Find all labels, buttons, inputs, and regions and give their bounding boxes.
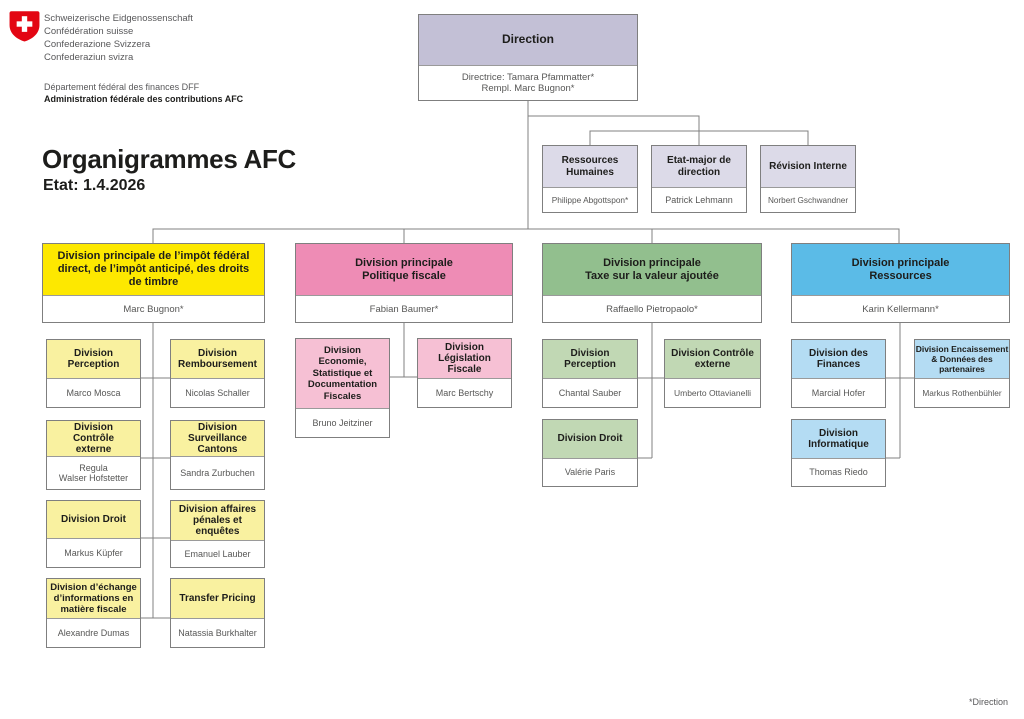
sub-box-tva-perception: Division Perception Chantal Sauber [542, 339, 638, 408]
swiss-coat-of-arms-icon [9, 11, 40, 42]
sub-name: Thomas Riedo [809, 467, 868, 477]
sub-name: Valérie Paris [564, 467, 616, 477]
sub-box-dpi-affaires-penales: Division affaires pénales et enquêtes Em… [170, 500, 265, 568]
division-title: Division principale Politique fiscale [296, 244, 512, 296]
sub-name: Regula Walser Hofstetter [58, 462, 129, 484]
department-text: Département fédéral des finances DFF [44, 82, 200, 92]
division-title: Division principale de l’impôt fédéral d… [43, 244, 264, 296]
direction-names: Directrice: Tamara Pfammatter* Rempl. Ma… [419, 66, 637, 100]
sub-title: Division Perception [47, 340, 140, 379]
direction-deputy: Rempl. Marc Bugnon* [481, 83, 575, 94]
staff-box-ressources-humaines: Ressources Humaines Philippe Abgottspon* [542, 145, 638, 213]
sub-title: Division Encaissement & Données des part… [915, 340, 1009, 379]
sub-name: Markus Rothenbühler [922, 387, 1002, 398]
sub-title: Division Contrôle externe [47, 421, 140, 457]
staff-name: Norbert Gschwandner [767, 195, 849, 205]
division-box-tva: Division principale Taxe sur la valeur a… [542, 243, 762, 323]
division-title: Division principale Taxe sur la valeur a… [543, 244, 761, 296]
sub-title: Division Informatique [792, 420, 885, 459]
sub-title: Division Droit [47, 501, 140, 539]
sub-title: Division d’échange d’informations en mat… [47, 579, 140, 619]
confederation-text: Schweizerische Eidgenossenschaft Confédé… [44, 13, 193, 63]
sub-name: Marc Bertschy [435, 387, 494, 398]
sub-title: Division Remboursement [171, 340, 264, 379]
sub-title: Division des Finances [792, 340, 885, 379]
sub-name: Natassia Burkhalter [178, 627, 257, 638]
sub-title: Division Droit [543, 420, 637, 459]
cross-horizontal [16, 21, 33, 27]
sub-box-tva-controle-externe: Division Contrôle externe Umberto Ottavi… [664, 339, 761, 408]
sub-title: Division Surveillance Cantons [171, 421, 264, 457]
office-text: Administration fédérale des contribution… [44, 94, 244, 104]
sub-title: Division Législation Fiscale [418, 339, 511, 379]
direction-footnote: *Direction [968, 697, 1008, 707]
division-box-ressources: Division principale Ressources Karin Kel… [791, 243, 1010, 323]
sub-box-dpi-surveillance-cantons: Division Surveillance Cantons Sandra Zur… [170, 420, 265, 490]
date-text: Etat: 1.4.2026 [43, 177, 146, 194]
sub-title: Transfer Pricing [171, 579, 264, 619]
sub-name: Alexandre Dumas [57, 627, 130, 638]
sub-name: Bruno Jeitziner [312, 417, 373, 428]
sub-box-dpi-perception: Division Perception Marco Mosca [46, 339, 141, 408]
staff-title: Ressources Humaines [543, 146, 637, 188]
sub-name: Umberto Ottavianelli [673, 387, 751, 398]
direction-director: Directrice: Tamara Pfammatter* [461, 72, 595, 83]
staff-name: Philippe Abgottspon* [551, 194, 629, 205]
staff-name: Patrick Lehmann [665, 194, 733, 205]
sub-title: Division affaires pénales et enquêtes [171, 501, 264, 541]
sub-title: Division Perception [543, 340, 637, 379]
sub-box-res-encaissement: Division Encaissement & Données des part… [914, 339, 1010, 408]
sub-name: Marco Mosca [66, 387, 121, 398]
division-box-impot-federal: Division principale de l’impôt fédéral d… [42, 243, 265, 323]
staff-title: Révision Interne [761, 146, 855, 188]
sub-box-tva-droit: Division Droit Valérie Paris [542, 419, 638, 487]
sub-box-dpi-controle-externe: Division Contrôle externe Regula Walser … [46, 420, 141, 490]
sub-name: Nicolas Schaller [185, 387, 250, 398]
direction-title: Direction [419, 15, 637, 66]
sub-title: Division Contrôle externe [665, 340, 760, 379]
sub-name: Sandra Zurbuchen [180, 467, 255, 478]
sub-box-dpi-remboursement: Division Remboursement Nicolas Schaller [170, 339, 265, 408]
sub-name: Markus Küpfer [64, 547, 123, 558]
division-head-name: Marc Bugnon* [123, 303, 184, 315]
sub-name: Emanuel Lauber [184, 548, 251, 559]
page-title: Organigrammes AFC [42, 144, 296, 174]
sub-name: Chantal Sauber [558, 387, 622, 398]
sub-box-dpi-transfer-pricing: Transfer Pricing Natassia Burkhalter [170, 578, 265, 648]
staff-title: Etat-major de direction [652, 146, 746, 188]
sub-name: Marcial Hofer [811, 387, 866, 398]
sub-title: Division Economie, Statistique et Docume… [296, 339, 389, 409]
staff-box-etat-major: Etat-major de direction Patrick Lehmann [651, 145, 747, 213]
sub-box-pf-economie-statistique: Division Economie, Statistique et Docume… [295, 338, 390, 438]
sub-box-res-informatique: Division Informatique Thomas Riedo [791, 419, 886, 487]
sub-box-res-finances: Division des Finances Marcial Hofer [791, 339, 886, 408]
division-head-name: Fabian Baumer* [369, 303, 439, 315]
staff-box-revision-interne: Révision Interne Norbert Gschwandner [760, 145, 856, 213]
sub-box-dpi-droit: Division Droit Markus Küpfer [46, 500, 141, 568]
direction-box: Direction Directrice: Tamara Pfammatter*… [418, 14, 638, 101]
division-head-name: Raffaello Pietropaolo* [606, 303, 698, 315]
division-title: Division principale Ressources [792, 244, 1009, 296]
sub-box-dpi-echange-informations: Division d’échange d’informations en mat… [46, 578, 141, 648]
sub-box-pf-legislation-fiscale: Division Législation Fiscale Marc Bertsc… [417, 338, 512, 408]
division-box-politique-fiscale: Division principale Politique fiscale Fa… [295, 243, 513, 323]
division-head-name: Karin Kellermann* [862, 303, 939, 315]
